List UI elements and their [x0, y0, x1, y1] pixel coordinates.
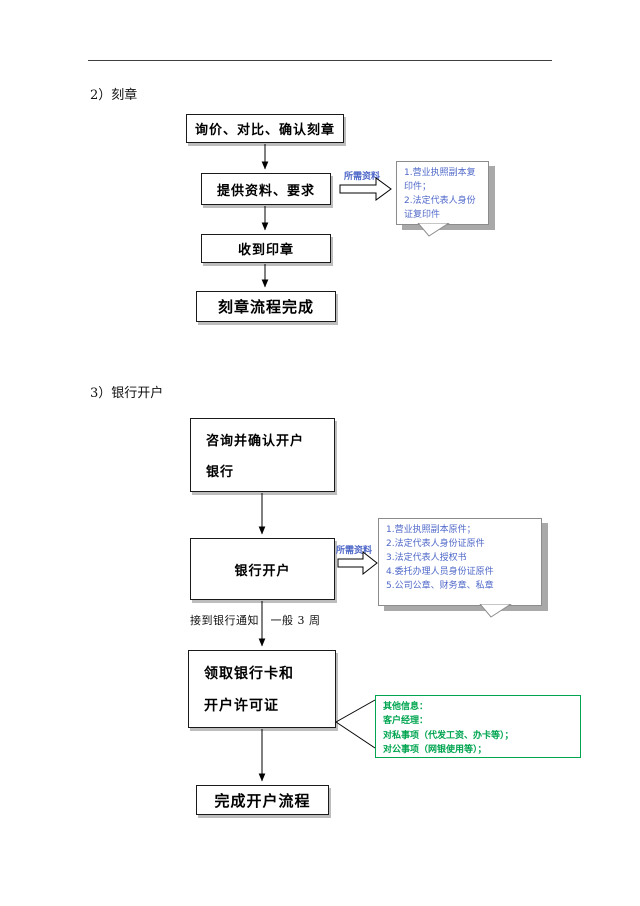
note-seal-line-2: 2.法定代表人身份证复印件 [404, 195, 476, 220]
flow-step-bank-receive-card: 领取银行卡和 开户许可证 [188, 650, 336, 728]
flow-step-seal-provide-materials: 提供资料、要求 [201, 173, 331, 205]
flow-step-bank-receive-line1: 领取银行卡和 [204, 666, 294, 682]
note-bank-line-4: 4.委托办理人员身份证原件 [386, 566, 494, 577]
note-bank-line-1: 1.营业执照副本原件； [386, 525, 476, 535]
flow-step-bank-consult-line1: 咨询并确认开户 [206, 434, 305, 450]
callout-line-top [335, 699, 376, 723]
required-materials-label-seal: 所需资料 [344, 172, 381, 182]
note-fold-corner [479, 604, 512, 618]
note-seal-line-1: 1.营业执照副本复印件； [404, 168, 476, 192]
required-materials-label-bank: 所需资料 [336, 546, 373, 556]
note-bank-line-3: 3.法定代表人授权书 [386, 552, 467, 563]
flow-step-bank-consult: 咨询并确认开户 银行 [190, 418, 335, 492]
bank-notice-text: 接到银行通知 一般 3 周 [190, 614, 321, 627]
flow-step-seal-done: 刻章流程完成 [196, 291, 336, 322]
callout-line-bottom [335, 721, 376, 749]
note-fold-corner [417, 223, 450, 237]
note-bank-line-5: 5.公司公章、财务章、私章 [386, 580, 494, 591]
other-info-line-3: 对私事项（代发工资、办卡等）； [383, 730, 514, 741]
section-title-seal: 2）刻章 [90, 88, 138, 103]
flow-step-seal-receive: 收到印章 [201, 234, 331, 263]
other-info-line-2: 客户经理： [383, 716, 429, 727]
other-info-line-1: 其他信息： [383, 702, 429, 712]
note-bank-required-materials: 1.营业执照副本原件； 2.法定代表人身份证原件 3.法定代表人授权书 4.委托… [378, 518, 542, 618]
note-seal-required-materials: 1.营业执照副本复印件； 2.法定代表人身份证复印件 [396, 161, 489, 237]
flow-step-bank-done: 完成开户流程 [196, 785, 329, 815]
note-bank-line-2: 2.法定代表人身份证原件 [386, 538, 485, 549]
section-title-bank: 3）银行开户 [90, 386, 164, 401]
note-fold-shape [417, 223, 450, 237]
flow-step-bank-consult-line2: 银行 [206, 464, 235, 480]
flow-step-bank-open-account: 银行开户 [190, 538, 335, 600]
top-divider-line [88, 60, 552, 61]
other-info-box: 其他信息： 客户经理： 对私事项（代发工资、办卡等）； 对公事项（网银使用等）； [375, 695, 581, 758]
flow-step-bank-receive-line2: 开户许可证 [204, 698, 279, 714]
other-info-line-4: 对公事项（网银使用等）； [383, 745, 487, 756]
note-fold-shape [479, 604, 512, 618]
flow-step-seal-inquiry: 询价、对比、确认刻章 [186, 114, 344, 143]
